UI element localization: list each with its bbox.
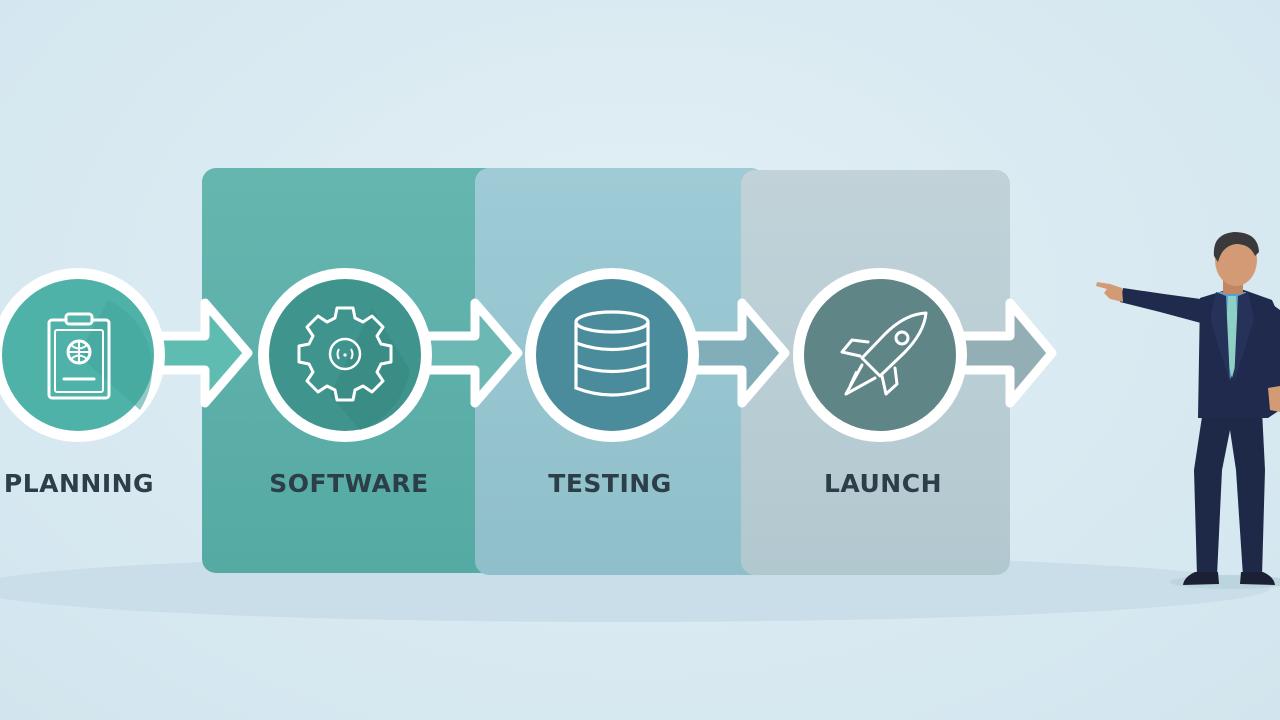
stage-arrows [145,298,1057,408]
presenter-hand [1096,282,1123,302]
presenter-legs [1194,410,1265,576]
presenter-pointing-arm [1120,288,1212,326]
database-icon [574,310,650,397]
presenter-hair [1213,232,1259,262]
stage-label-planning: PLANNING [4,469,154,498]
clipboard-icon [47,312,111,400]
stage-labels: PLANNING SOFTWARE TESTING LAUNCH [4,469,942,498]
presenter-shoe-left [1183,572,1219,585]
presenter-lapel-right [1234,292,1254,382]
presenter-lapel-left [1210,292,1230,382]
rocket-icon [840,311,928,396]
presenter-right-hand [1268,386,1280,412]
stage-label-software: SOFTWARE [269,469,429,498]
testing-stage-circle [525,268,699,442]
arrow-testing-to-launch [685,298,790,408]
gear-icon [297,306,393,402]
presenter-figure [1096,232,1280,589]
stage-label-launch: LAUNCH [824,469,942,498]
presenter-shoe-right [1240,572,1275,585]
presenter-right-arm [1266,300,1280,392]
launch-stage-circle [793,268,967,442]
planning-stage-circle [0,268,165,442]
stage-label-testing: TESTING [548,469,671,498]
